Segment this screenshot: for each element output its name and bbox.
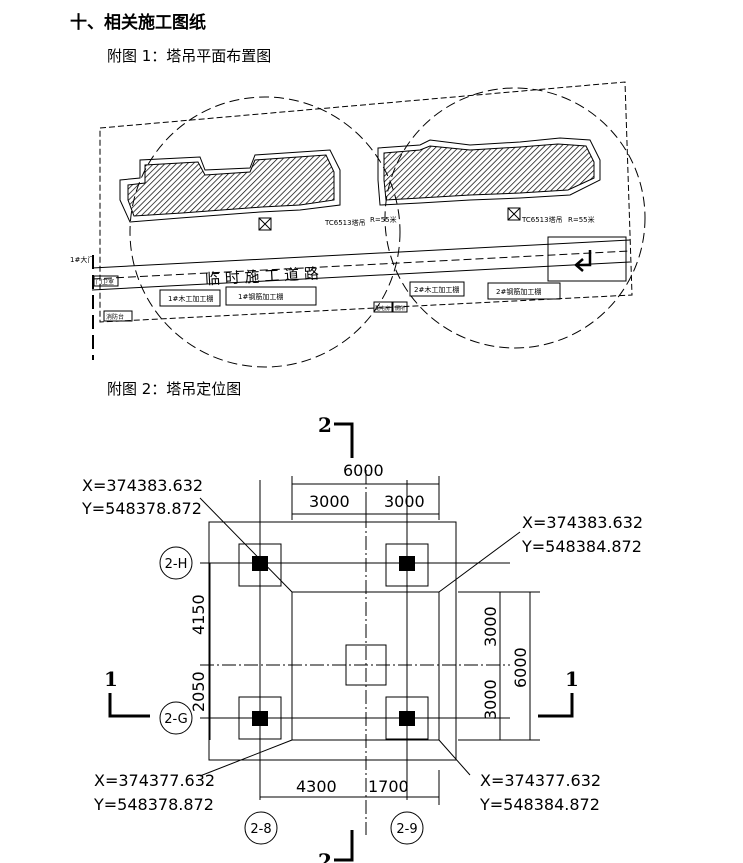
grid-bubble-2g: 2-G [164,712,188,727]
shed4-label: 2#钢筋加工棚 [496,287,541,296]
coord-tl-y: Y=548378.872 [81,499,202,518]
figure2-caption: 附图 2：塔吊定位图 [107,380,242,398]
coord-tl-x: X=374383.632 [82,476,203,495]
section-mark-right: 1 [565,667,579,691]
coord-bl-y: Y=548378.872 [93,795,214,814]
crane-site-plan: TC6513塔吊 R=55米 TC6513塔吊 R=55米 1#木工加工棚 1#… [70,81,646,368]
dim-left-upper: 4150 [189,594,208,635]
shed2-label: 1#钢筋加工棚 [238,292,283,301]
small-building2-label: 厕所 [395,305,405,312]
grid-bubble-2h: 2-H [165,557,188,572]
figure1-caption: 附图 1：塔吊平面布置图 [107,47,272,65]
dim-top-total: 6000 [343,461,384,480]
coord-br-y: Y=548384.872 [479,795,600,814]
shed3-label: 2#木工加工棚 [414,285,459,294]
shed1-label: 1#木工加工棚 [168,294,213,303]
fire-label: 消防台 [106,313,124,321]
dim-bottom-right: 1700 [368,777,409,796]
section-heading: 十、相关施工图纸 [70,13,206,33]
gate-label: 1#大门 [70,255,94,264]
coord-tr-x: X=374383.632 [522,513,643,532]
dim-right-total: 6000 [511,647,530,688]
section-mark-left: 1 [104,667,118,691]
coord-tr-y: Y=548384.872 [521,537,642,556]
crane1-label: TC6513塔吊 [324,218,366,227]
grid-bubble-29: 2-9 [396,822,417,837]
small-building1-label: 配电房 [375,305,390,312]
dim-top-right: 3000 [384,492,425,511]
crane1-radius: R=55米 [370,215,397,224]
grid-bubble-28: 2-8 [250,822,271,837]
dim-right-lower: 3000 [481,679,500,720]
dim-top-left: 3000 [309,492,350,511]
coord-bl-x: X=374377.632 [94,771,215,790]
coord-br-x: X=374377.632 [480,771,601,790]
dim-right-upper: 3000 [481,606,500,647]
section-mark-bottom: 2 [318,849,332,863]
guard-label: 门卫室 [96,278,114,286]
dim-left-lower: 2050 [189,671,208,712]
dim-bottom-left: 4300 [296,777,337,796]
road-label: 临 时 施 工 道 路 [205,264,320,288]
crane2-label: TC6513塔吊 [521,215,563,224]
section-mark-top: 2 [318,413,332,437]
crane2-radius: R=55米 [568,215,595,224]
